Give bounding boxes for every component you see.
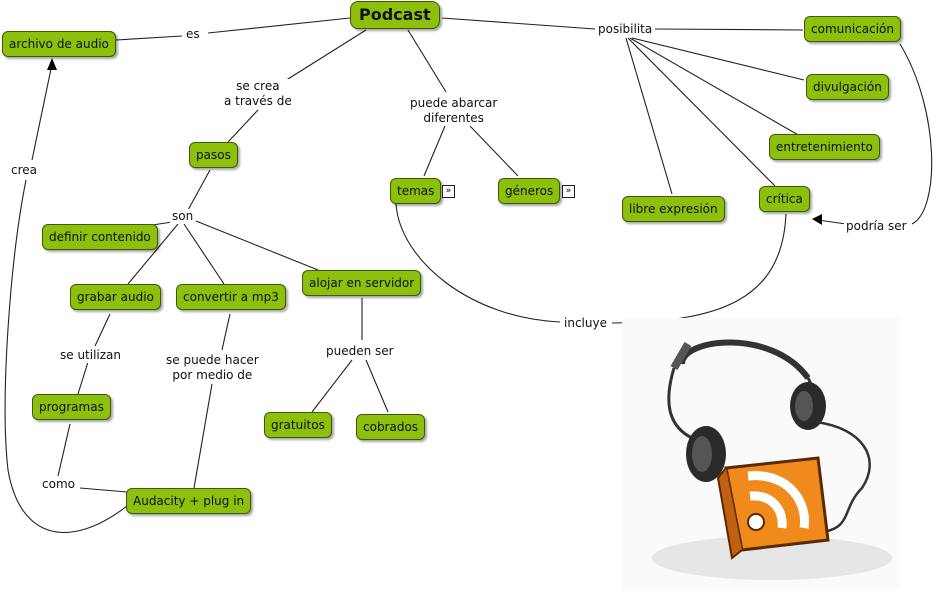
link-line (77, 361, 89, 395)
link-label-posibilita: posibilita (596, 22, 655, 37)
link-line (629, 37, 801, 137)
link-line (631, 37, 805, 81)
link-line (221, 313, 231, 351)
link-line (407, 29, 447, 93)
link-line (423, 125, 446, 177)
arrowhead-icon (47, 58, 57, 70)
link-line (395, 203, 561, 323)
link-line (627, 37, 776, 187)
node-programas[interactable]: programas (32, 394, 111, 420)
node-entretenimiento[interactable]: entretenimiento (769, 134, 880, 160)
link-label-crea: crea (9, 163, 40, 178)
node-definir-contenido[interactable]: definir contenido (42, 224, 158, 250)
link-line (115, 35, 183, 41)
link-line (207, 17, 351, 34)
link-line (94, 313, 111, 347)
link-line (193, 383, 213, 489)
link-line (187, 169, 211, 211)
link-line (899, 43, 933, 225)
link-label-podria-ser: podría ser (844, 219, 909, 234)
link-line (611, 213, 787, 324)
link-label-es: es (184, 27, 202, 42)
link-label-se-puede-hacer: se puede hacer por medio de (164, 353, 261, 383)
node-convertir-a-mp3[interactable]: convertir a mp3 (176, 284, 286, 310)
node-comunicacion[interactable]: comunicación (804, 16, 902, 42)
node-generos[interactable]: géneros (498, 178, 561, 204)
double-chevron-right-icon[interactable]: » (562, 185, 575, 198)
link-line (79, 487, 128, 493)
link-line (195, 220, 319, 271)
node-divulgacion[interactable]: divulgación (806, 74, 889, 100)
node-archivo-de-audio[interactable]: archivo de audio (2, 31, 116, 57)
link-line (4, 179, 128, 533)
node-gratuitos[interactable]: gratuitos (264, 412, 332, 438)
link-label-se-utilizan: se utilizan (58, 348, 124, 363)
node-audacity-plug-in[interactable]: Audacity + plug in (126, 488, 252, 514)
node-pasos[interactable]: pasos (189, 142, 238, 168)
link-line (469, 125, 519, 177)
node-temas[interactable]: temas (390, 178, 442, 204)
link-line (227, 109, 259, 143)
link-line (183, 223, 225, 285)
link-label-son: son (170, 209, 196, 224)
arrowhead-icon (812, 214, 822, 225)
node-alojar-en-servidor[interactable]: alojar en servidor (302, 270, 422, 296)
link-line (279, 29, 367, 85)
double-chevron-right-icon[interactable]: » (442, 185, 455, 198)
link-line (127, 223, 179, 285)
link-line (311, 359, 353, 413)
link-label-se-crea: se crea a través de (222, 79, 294, 109)
link-line (365, 359, 389, 413)
link-line (625, 37, 673, 195)
link-line (57, 423, 71, 477)
node-podcast[interactable]: Podcast (350, 1, 440, 29)
link-label-incluye: incluye (562, 316, 609, 331)
node-libre-expresion[interactable]: libre expresión (622, 196, 725, 222)
link-line (441, 17, 596, 30)
node-cobrados[interactable]: cobrados (356, 414, 426, 440)
headphones-rss-icon (622, 318, 900, 590)
link-line (654, 28, 804, 31)
link-label-como: como (40, 477, 77, 492)
node-grabar-audio[interactable]: grabar audio (70, 284, 161, 310)
link-line (817, 219, 847, 225)
node-critica[interactable]: crítica (759, 186, 810, 212)
link-line (31, 63, 53, 161)
link-label-pueden-ser: pueden ser (324, 344, 396, 359)
link-label-puede-abarcar: puede abarcar diferentes (408, 96, 500, 126)
